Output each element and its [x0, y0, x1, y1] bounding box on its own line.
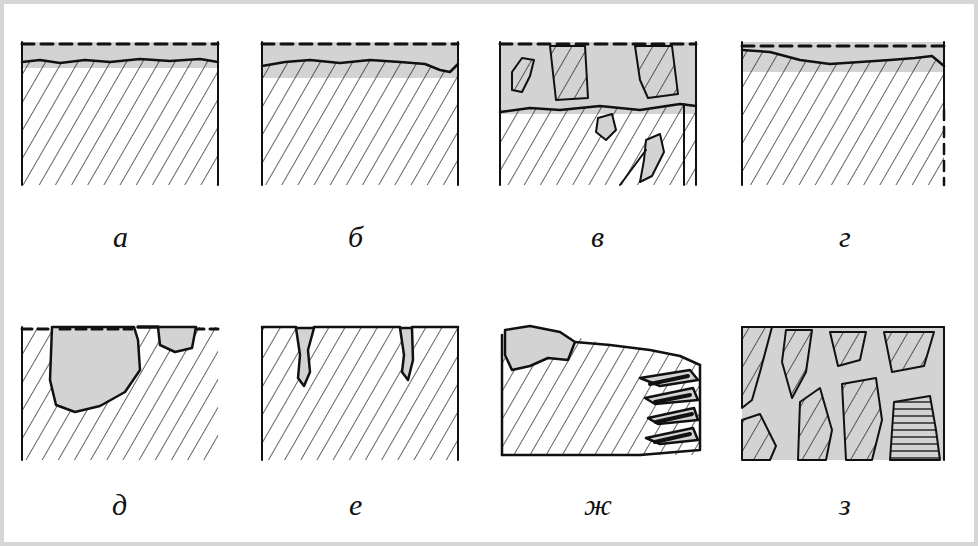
panel-letter: ж: [584, 488, 612, 522]
panel-letter: з: [839, 488, 851, 522]
panel-letter: в: [591, 220, 604, 254]
panel-letter: е: [349, 488, 362, 522]
panel-letter: б: [348, 220, 363, 254]
panel-letter: а: [113, 220, 128, 254]
panel-letter: д: [112, 488, 127, 522]
panel-letter: г: [839, 220, 851, 254]
